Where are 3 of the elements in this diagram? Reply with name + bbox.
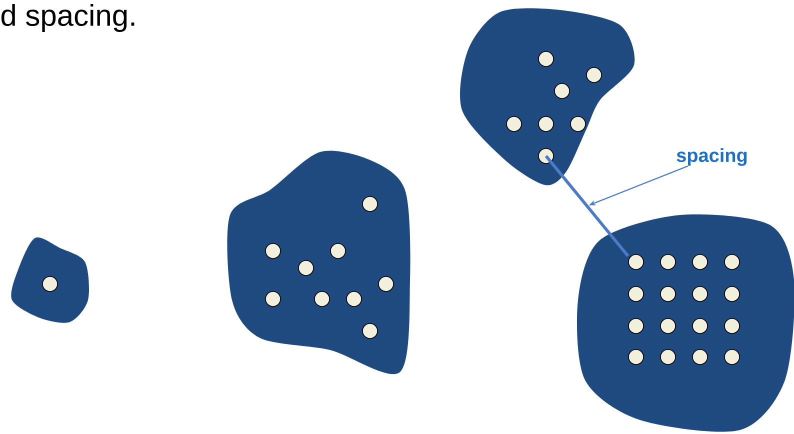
heading-text: d spacing. (1, 4, 134, 32)
spacing-bar (544, 155, 630, 257)
spacing-label: spacing (676, 148, 747, 166)
